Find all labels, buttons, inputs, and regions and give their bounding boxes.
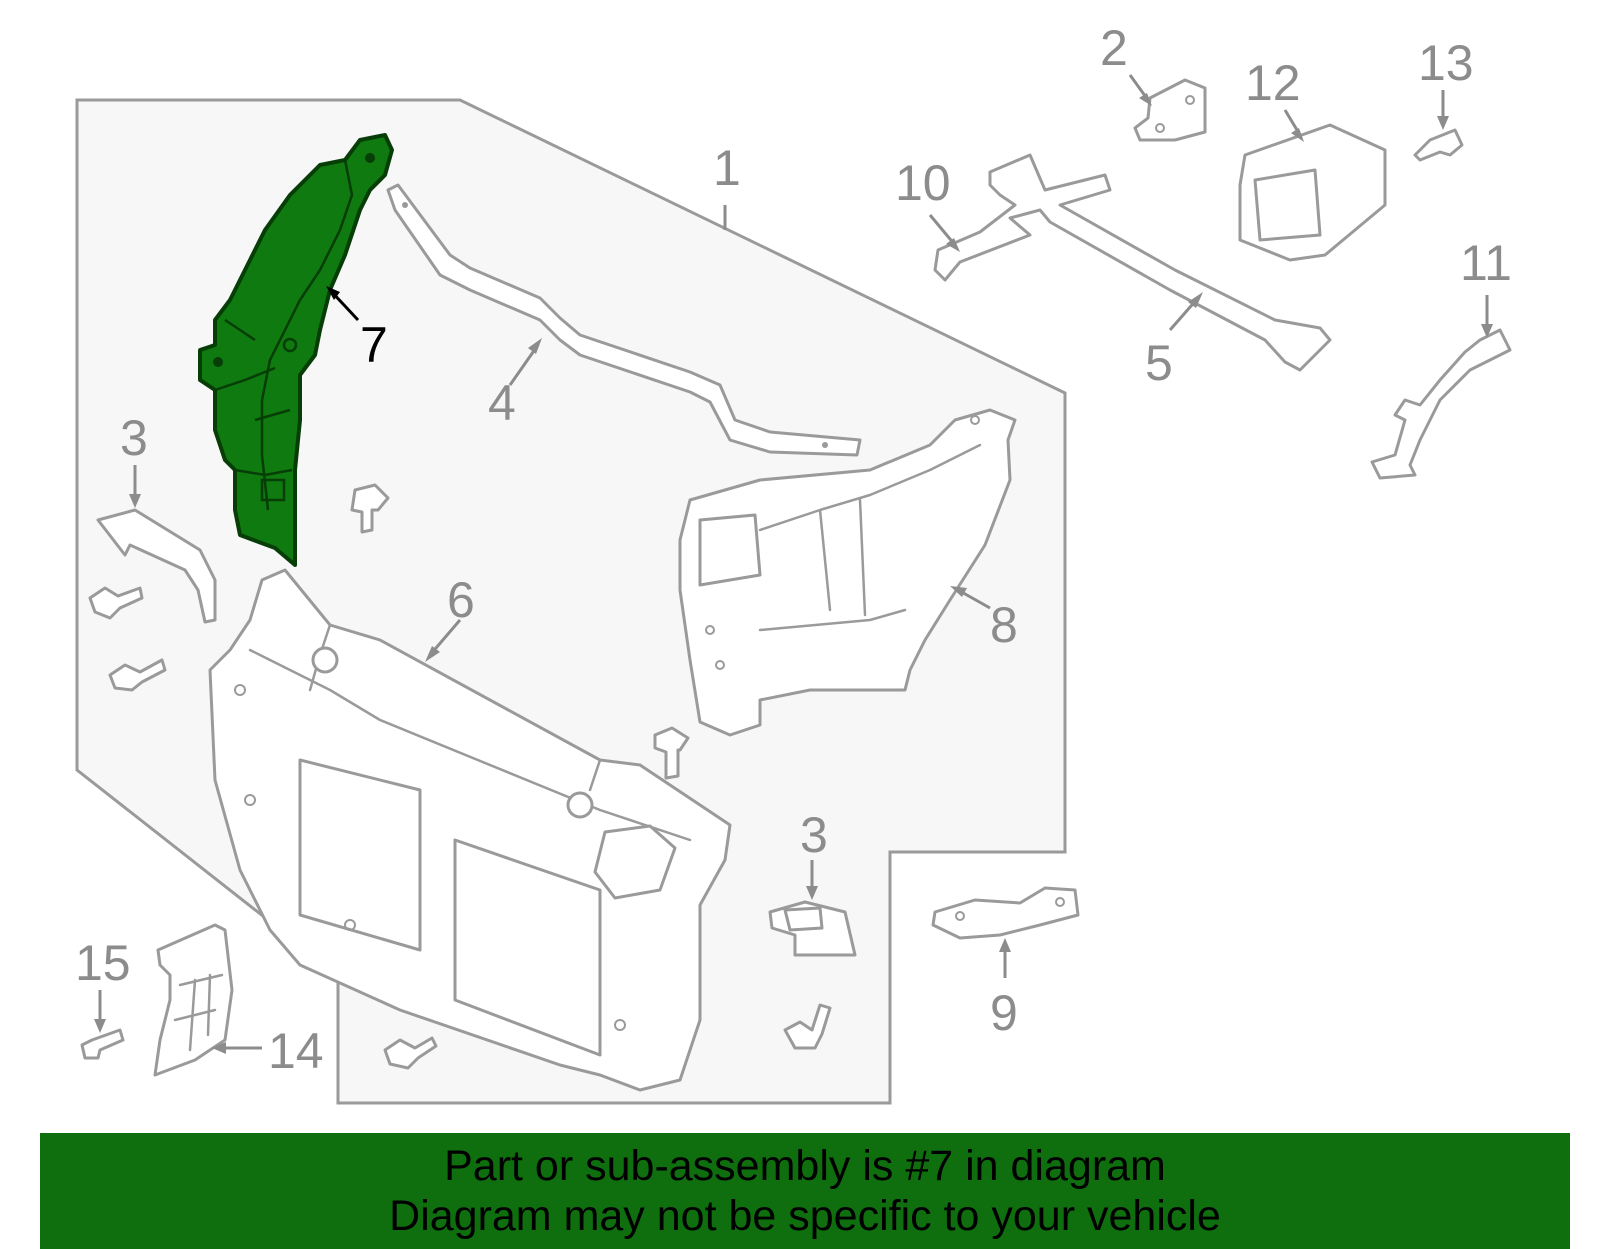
part-7-highlighted[interactable] [198, 133, 394, 567]
callout-12: 12 [1245, 55, 1301, 111]
disclaimer-banner: Part or sub-assembly is #7 in diagram Di… [40, 1133, 1570, 1249]
callout-11: 11 [1460, 235, 1512, 291]
part-3-bracket-left[interactable] [96, 508, 217, 624]
callout-7: 7 [360, 317, 388, 373]
callout-2: 2 [1100, 20, 1128, 76]
callout-15: 15 [75, 935, 131, 991]
callout-4: 4 [488, 375, 516, 431]
part-9-bracket[interactable] [931, 886, 1080, 940]
bolt-icon[interactable] [653, 726, 690, 780]
part-8-side-apron[interactable] [678, 408, 1017, 737]
part-2-bracket[interactable] [1133, 78, 1207, 142]
callout-3-right: 3 [800, 807, 828, 863]
part-14-bracket[interactable] [153, 923, 234, 1077]
callout-14: 14 [268, 1023, 324, 1079]
banner-line-1: Part or sub-assembly is #7 in diagram [444, 1142, 1166, 1190]
bolt-icon[interactable] [88, 586, 144, 620]
part-6-radiator-support[interactable] [208, 568, 732, 1092]
callout-10: 10 [895, 155, 951, 211]
banner-line-2: Diagram may not be specific to your vehi… [389, 1192, 1221, 1240]
callout-5: 5 [1145, 335, 1173, 391]
parts-diagram: 1 2 3 3 4 5 6 7 8 9 10 11 12 13 14 15 [75, 20, 1512, 1105]
part-4-upper-tie-bar[interactable] [386, 183, 862, 457]
part-3-block-right[interactable] [768, 900, 857, 957]
bolt-icon[interactable] [350, 483, 390, 534]
part-11-bracket[interactable] [1370, 328, 1512, 480]
callout-8: 8 [990, 597, 1018, 653]
bolt-icon[interactable] [783, 1003, 832, 1050]
callout-13: 13 [1418, 35, 1474, 91]
part-15-pin[interactable] [80, 1028, 125, 1060]
callout-3-left: 3 [120, 410, 148, 466]
callout-1: 1 [713, 140, 741, 196]
part-5-brace[interactable] [933, 153, 1332, 372]
callout-6: 6 [447, 572, 475, 628]
part-12-air-duct[interactable] [1238, 123, 1387, 262]
bolt-icon[interactable] [383, 1036, 438, 1070]
callout-9: 9 [990, 985, 1018, 1041]
bolt-icon[interactable] [108, 658, 167, 692]
part-13-screw[interactable] [1413, 128, 1464, 162]
